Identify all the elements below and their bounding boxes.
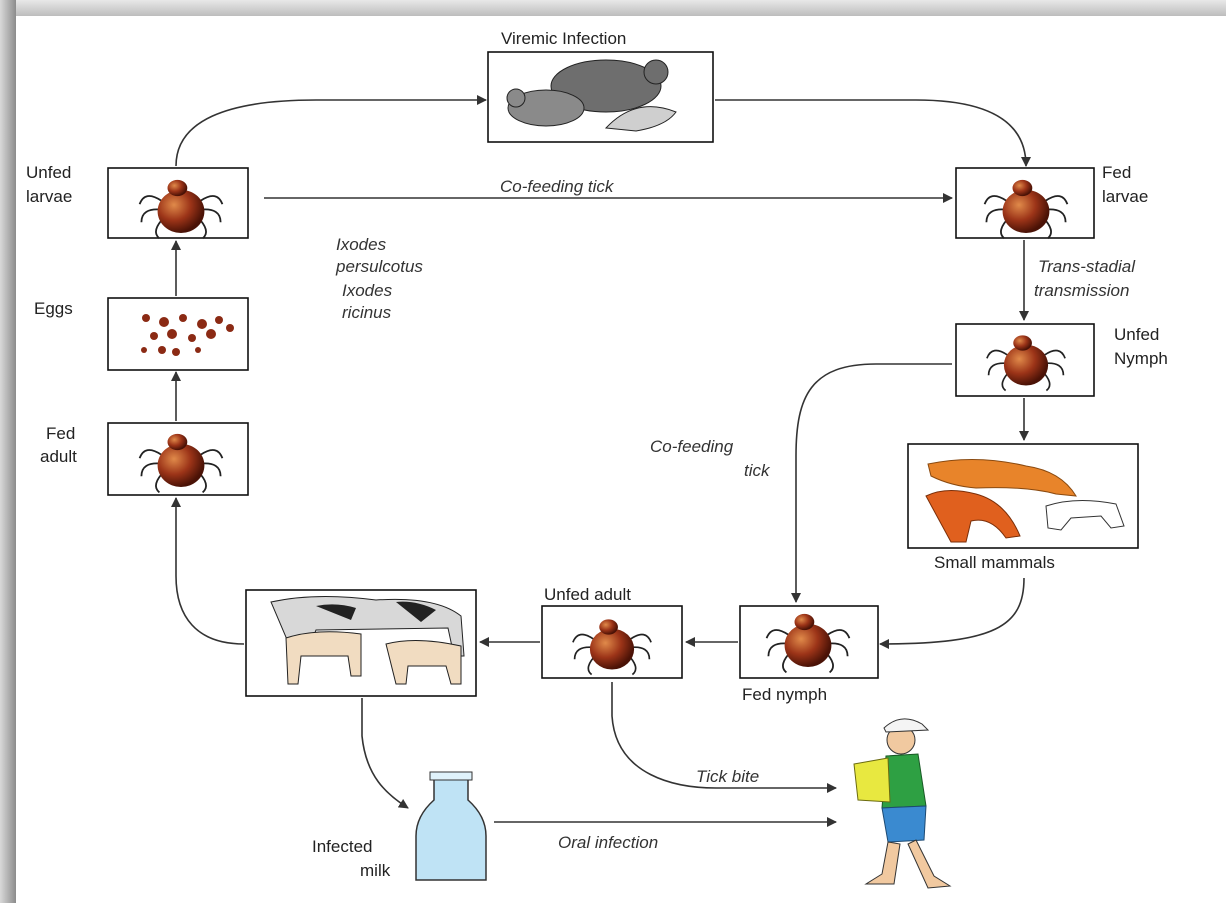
label-unfed-nymph-2: Nymph (1114, 349, 1168, 368)
label-oral-infection: Oral infection (558, 833, 658, 852)
arrow-larvae-to-viremic (175, 95, 487, 167)
lifecycle-diagram: Viremic Infection Unfed larvae Fed larva… (26, 29, 1168, 889)
label-unfed-larvae-2: larvae (26, 187, 72, 206)
box-eggs (107, 297, 249, 371)
label-cofeeding-side-2: tick (744, 461, 771, 480)
label-small-mammals: Small mammals (934, 553, 1055, 572)
arrow-cattle-to-fedadult (171, 497, 245, 645)
screen-frame-top (0, 0, 1226, 16)
label-unfed-nymph-1: Unfed (1114, 325, 1159, 344)
label-infected-milk-1: Infected (312, 837, 373, 856)
box-unfed-larvae (107, 167, 249, 240)
box-cattle (245, 589, 477, 697)
label-cofeeding-top: Co-feeding tick (500, 177, 615, 196)
title-viremic-infection: Viremic Infection (501, 29, 626, 48)
label-trans-stadial-2: transmission (1034, 281, 1129, 300)
arrow-unfedadult-tickbite (611, 682, 837, 793)
label-fed-larvae-1: Fed (1102, 163, 1131, 182)
arrows (171, 95, 1031, 827)
box-unfed-nymph (955, 323, 1095, 397)
milk-bottle-icon (415, 771, 487, 881)
label-cofeeding-side-1: Co-feeding (650, 437, 734, 456)
box-viremic (487, 51, 714, 143)
box-fed-adult (107, 422, 249, 496)
arrow-nymph-cofeeding (791, 363, 952, 603)
label-unfed-larvae-1: Unfed (26, 163, 71, 182)
box-fed-nymph (739, 605, 879, 679)
label-unfed-adult: Unfed adult (544, 585, 631, 604)
label-infected-milk-2: milk (360, 861, 391, 880)
label-species-3: Ixodes (342, 281, 393, 300)
box-small-mammals (907, 443, 1139, 549)
arrow-viremic-to-fedlarvae (715, 99, 1031, 167)
box-unfed-adult (541, 605, 683, 679)
label-species-4: ricinus (342, 303, 392, 322)
arrow-cattle-to-milk (361, 698, 409, 809)
label-fed-larvae-2: larvae (1102, 187, 1148, 206)
box-fed-larvae (955, 167, 1095, 240)
arrow-mammals-to-fednymph (879, 577, 1025, 649)
label-species-2: persulcotus (335, 257, 423, 276)
hiker-icon (853, 718, 952, 889)
label-fed-adult-1: Fed (46, 424, 75, 443)
diagram-canvas: Viremic Infection Unfed larvae Fed larva… (16, 16, 1226, 903)
label-species-1: Ixodes (336, 235, 387, 254)
label-fed-nymph: Fed nymph (742, 685, 827, 704)
label-eggs: Eggs (34, 299, 73, 318)
label-trans-stadial-1: Trans-stadial (1038, 257, 1136, 276)
label-tick-bite: Tick bite (696, 767, 759, 786)
screen-frame-left (0, 0, 16, 903)
label-fed-adult-2: adult (40, 447, 77, 466)
